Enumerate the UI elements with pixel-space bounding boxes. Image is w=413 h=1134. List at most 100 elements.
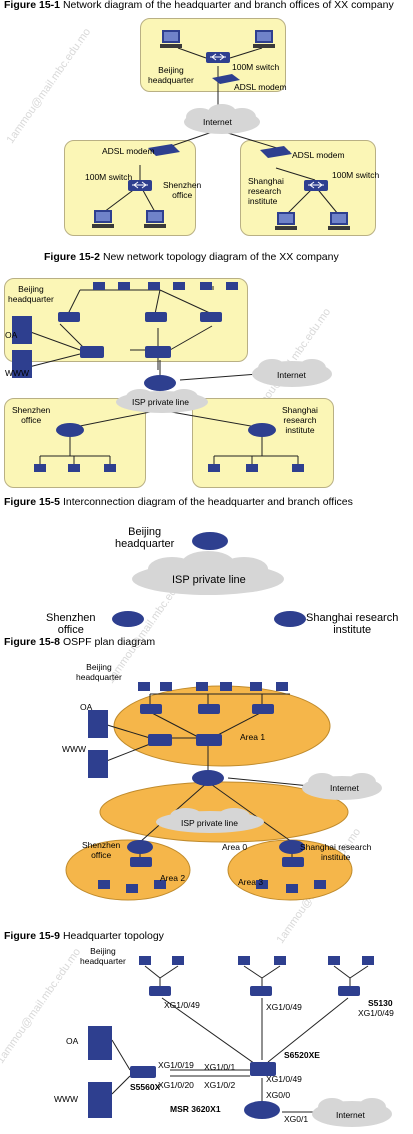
fig8-area2-label: Area 2 [160,873,186,883]
fig9-internet-label: Internet [336,1110,365,1120]
figure-15-8-diagram [65,682,382,901]
router-icon [56,423,84,437]
fig8-shanghai-label: Shanghai research institute [300,842,372,862]
pc-icon [160,30,182,48]
figure-15-1-title: Figure 15-1 Network diagram of the headq… [4,0,394,11]
fig8-area3-label: Area 3 [238,877,264,887]
fig1-modem-label: ADSL modem [234,82,287,92]
fig5-shanghai-label: Shanghai research institute [306,612,399,636]
fig9-port-label: XG0/0 [266,1090,291,1100]
pc-icon [139,956,374,965]
pc-icon [92,210,114,228]
fig9-www-label: WWW [54,1094,79,1104]
server-icon [88,1026,112,1118]
figure-15-1-diagram [92,30,350,230]
router-icon [144,375,176,391]
fig2-isp-label: ISP private line [132,397,190,407]
pc-icon [98,880,326,893]
fig9-oa-label: OA [66,1036,79,1046]
pc-icon [93,282,238,290]
fig1-shenzhen-label: Shenzhen office [163,180,202,200]
switch-icon [206,52,230,63]
fig9-port-label: XG1/0/2 [204,1080,236,1090]
fig9-port-label: XG1/0/49 [266,1074,302,1084]
fig9-beijing-label: Beijing headquarter [80,946,126,966]
fig8-isp-label: ISP private line [181,818,239,828]
fig1-internet-label: Internet [203,117,232,127]
pc-icon [144,210,166,228]
fig9-port-label: XG1/0/1 [204,1062,236,1072]
fig2-shenzhen-panel [4,398,146,488]
isp-cloud [116,389,208,413]
fig9-port-label: XG1/0/49 [358,1008,394,1018]
router-icon [127,770,305,854]
fig8-area0-label: Area 0 [222,842,248,852]
fig1-sz-switch-label: 100M switch [85,172,133,182]
fig5-isp-label: ISP private line [172,574,246,586]
isp-cloud [156,808,264,833]
router-icon [244,1101,280,1119]
fig2-shanghai-panel [192,398,334,488]
router-icon [248,423,276,437]
pc-icon [253,30,275,48]
figure-15-9-diagram [88,956,392,1127]
fig2-shanghai-label: Shanghai research institute [282,405,318,435]
fig8-area1-label: Area 1 [240,732,266,742]
internet-cloud [184,104,260,134]
switch-icon [304,180,328,191]
fig1-sh-switch-label: 100M switch [332,170,380,180]
fig8-shenzhen-label: Shenzhen office [82,840,121,860]
modem-icon [212,74,240,84]
server-icon [12,316,32,378]
pc-icon [275,212,297,230]
fig9-port-label: XG0/1 [284,1114,309,1124]
fig9-port-label: XG1/0/49 [164,1000,200,1010]
fig9-port-label: XG1/0/20 [158,1080,194,1090]
fig1-beijing-label: Beijing headquarter [148,65,194,85]
fig9-msr-label: MSR 3620X1 [170,1104,221,1114]
internet-cloud [312,1098,392,1127]
fig1-sz-modem-label: ADSL modem [102,146,155,156]
figure-15-5-diagram [112,532,306,627]
switch-icon [58,312,222,358]
pc-icon [328,212,350,230]
internet-cloud [252,359,332,387]
fig9-s5560x-label: S5560X [130,1082,161,1092]
fig9-port-label: XG1/0/19 [158,1060,194,1070]
fig5-shenzhen-label: Shenzhen office [46,612,96,636]
router-icon [274,611,306,627]
fig1-sh-modem-label: ADSL modem [292,150,345,160]
switch-icon [130,986,360,1078]
router-icon [112,611,144,627]
fig8-www-label: WWW [62,744,87,754]
fig2-beijing-label: Beijing headquarter [8,284,54,304]
figure-15-8-title: Figure 15-8 OSPF plan diagram [4,636,156,648]
pc-icon [138,682,288,691]
fig5-beijing-label: Beijing headquarter [115,526,175,550]
fig8-internet-label: Internet [330,783,359,793]
server-icon [88,710,108,778]
fig2-oa-label: OA [5,330,18,340]
switch-icon [128,180,152,191]
fig8-oa-label: OA [80,702,93,712]
router-icon [192,532,228,550]
fig2-www-label: WWW [5,368,30,378]
pc-icon [34,464,304,472]
figure-15-5-title: Figure 15-5 Interconnection diagram of t… [4,496,353,508]
fig2-shenzhen-label: Shenzhen office [12,405,51,425]
fig8-beijing-label: Beijing headquarter [76,662,122,682]
internet-cloud [302,773,382,800]
figure-15-9-title: Figure 15-9 Headquarter topology [4,930,164,942]
isp-cloud [132,551,284,595]
fig1-shanghai-label: Shanghai research institute [248,176,284,206]
fig2-internet-label: Internet [277,370,306,380]
modem-icon [148,144,180,156]
switch-icon [130,704,304,867]
fig9-s6520xe-label: S6520XE [284,1050,320,1060]
fig9-port-label: XG1/0/49 [266,1002,302,1012]
figure-15-2-title: Figure 15-2 New network topology diagram… [44,251,339,263]
fig1-switch-label: 100M switch [232,62,280,72]
modem-icon [260,146,292,158]
fig9-s5130-label: S5130 [368,998,393,1008]
figure-15-2-diagram [12,282,332,472]
